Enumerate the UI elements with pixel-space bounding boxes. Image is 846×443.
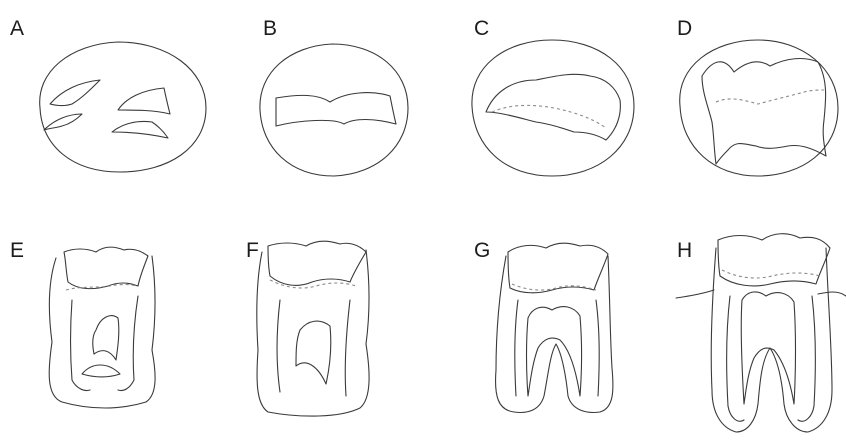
panel-h-pulp [741,292,795,404]
panel-g-root-right [596,300,599,396]
panel-c-drawing [472,40,634,176]
panel-g-root-left [515,300,518,396]
panel-g-drawing [496,243,613,412]
panel-e-root-right [118,296,138,391]
panel-e-pulp [93,316,119,360]
panel-f-drawing [257,241,369,416]
panel-e-root-sheath [82,365,120,377]
panel-h-drawing [676,234,846,432]
panel-e-crypt-outline [49,256,155,408]
panel-g-pulp [527,307,582,396]
panel-d-crown [702,59,826,164]
panel-h-crown [718,234,830,286]
panel-h-root-right [798,296,815,421]
panel-a-cusp-3 [44,114,82,130]
panel-h-bone-line-left [676,290,714,298]
panel-f-crypt-outline [257,250,369,416]
panel-g-outer-contour [496,256,613,412]
panel-e-crown [64,247,148,288]
panel-b-crown [276,93,396,126]
panel-d-dentin-line [716,90,824,104]
panel-a-drawing [40,42,206,172]
panel-f-crown [268,241,366,285]
panel-g-crown [508,243,608,293]
panel-e-drawing [49,247,155,408]
panel-b-crypt-outline [260,44,408,176]
panel-f-root-left [277,300,280,392]
panel-a-crypt-outline [40,42,206,172]
panel-f-root-right [345,300,350,396]
panel-d-drawing [680,40,838,176]
panel-h-bone-line-right [818,292,846,296]
panel-h-dentin-line [722,270,820,278]
panel-b-drawing [260,44,408,176]
panel-a-cusp-1 [50,80,100,106]
panel-f-pulp [296,321,331,384]
panel-e-root-left [71,300,91,391]
panel-a-cusp-2 [118,88,170,114]
panel-a-cusp-4 [112,121,168,138]
